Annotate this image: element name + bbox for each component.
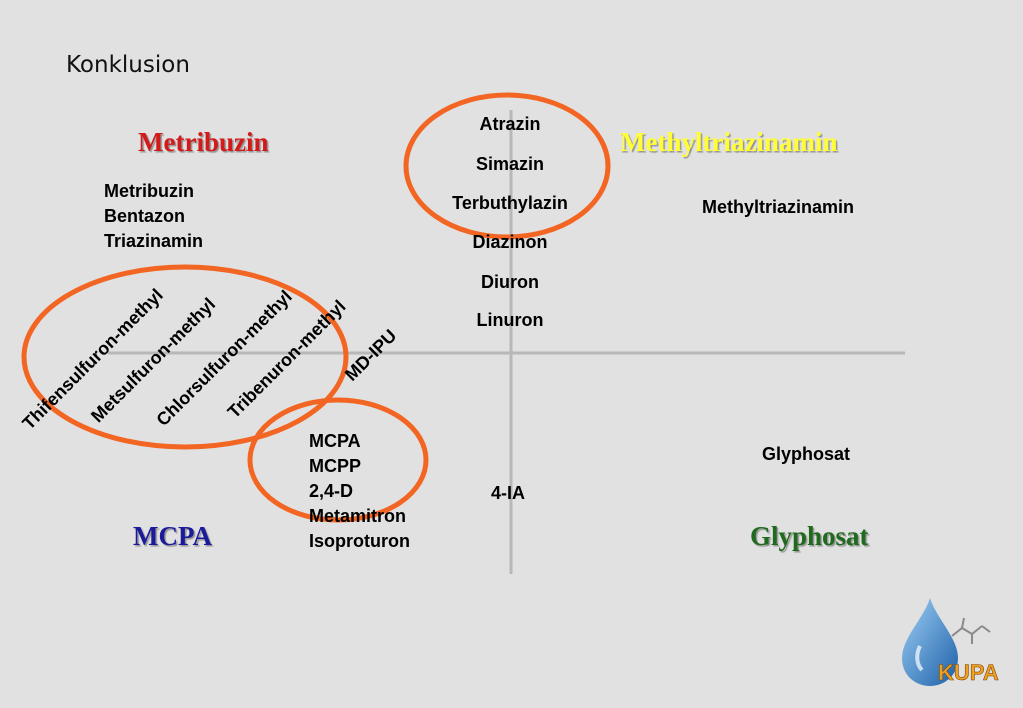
- molecule-icon: [951, 617, 991, 644]
- compound-label: Metamitron: [309, 506, 407, 526]
- compound-label: Metribuzin: [104, 181, 194, 201]
- quadrant-label-top-left: Metribuzin: [138, 127, 269, 157]
- compound-label: Bentazon: [104, 206, 185, 226]
- quadrant-label-top-right: Methyltriazinamin: [620, 127, 838, 157]
- quadrant-label-bottom-left: MCPA: [133, 521, 212, 551]
- compound-label-terbuthylazin: Terbuthylazin: [452, 193, 568, 213]
- water-drop-icon: KUPA: [902, 598, 999, 686]
- kupa-logo: KUPA: [898, 596, 1018, 688]
- compound-label-4-ia: 4-IA: [491, 483, 526, 503]
- compound-label: Triazinamin: [104, 231, 204, 251]
- logo-text: KUPA: [938, 660, 999, 685]
- compound-label: Isoproturon: [309, 531, 410, 551]
- bottom-left-compound-list: MCPA MCPP 2,4-D Metamitron Isoproturon: [309, 429, 410, 554]
- compound-label-glyphosat: Glyphosat: [762, 444, 851, 464]
- compound-label-simazin: Simazin: [475, 154, 545, 174]
- compound-label-diazinon: Diazinon: [472, 232, 548, 252]
- highlight-ellipse-triazines: [403, 92, 611, 240]
- highlight-ellipse-phenoxy: [247, 397, 429, 523]
- compound-label: MCPP: [309, 456, 362, 476]
- slide-title: Konklusion: [66, 52, 190, 78]
- top-left-compound-list: Metribuzin Bentazon Triazinamin: [104, 179, 203, 254]
- highlight-ellipse-sulfonylureas: [21, 264, 349, 450]
- compound-label: MCPA: [309, 431, 361, 451]
- quadrant-label-bottom-right: Glyphosat: [750, 521, 869, 551]
- compound-label-diuron: Diuron: [481, 272, 539, 292]
- compound-label: 2,4-D: [309, 481, 354, 501]
- compound-label-methyltriazinamin: Methyltriazinamin: [702, 197, 855, 217]
- compound-label-atrazin: Atrazin: [479, 114, 541, 134]
- compound-label-linuron: Linuron: [476, 310, 544, 330]
